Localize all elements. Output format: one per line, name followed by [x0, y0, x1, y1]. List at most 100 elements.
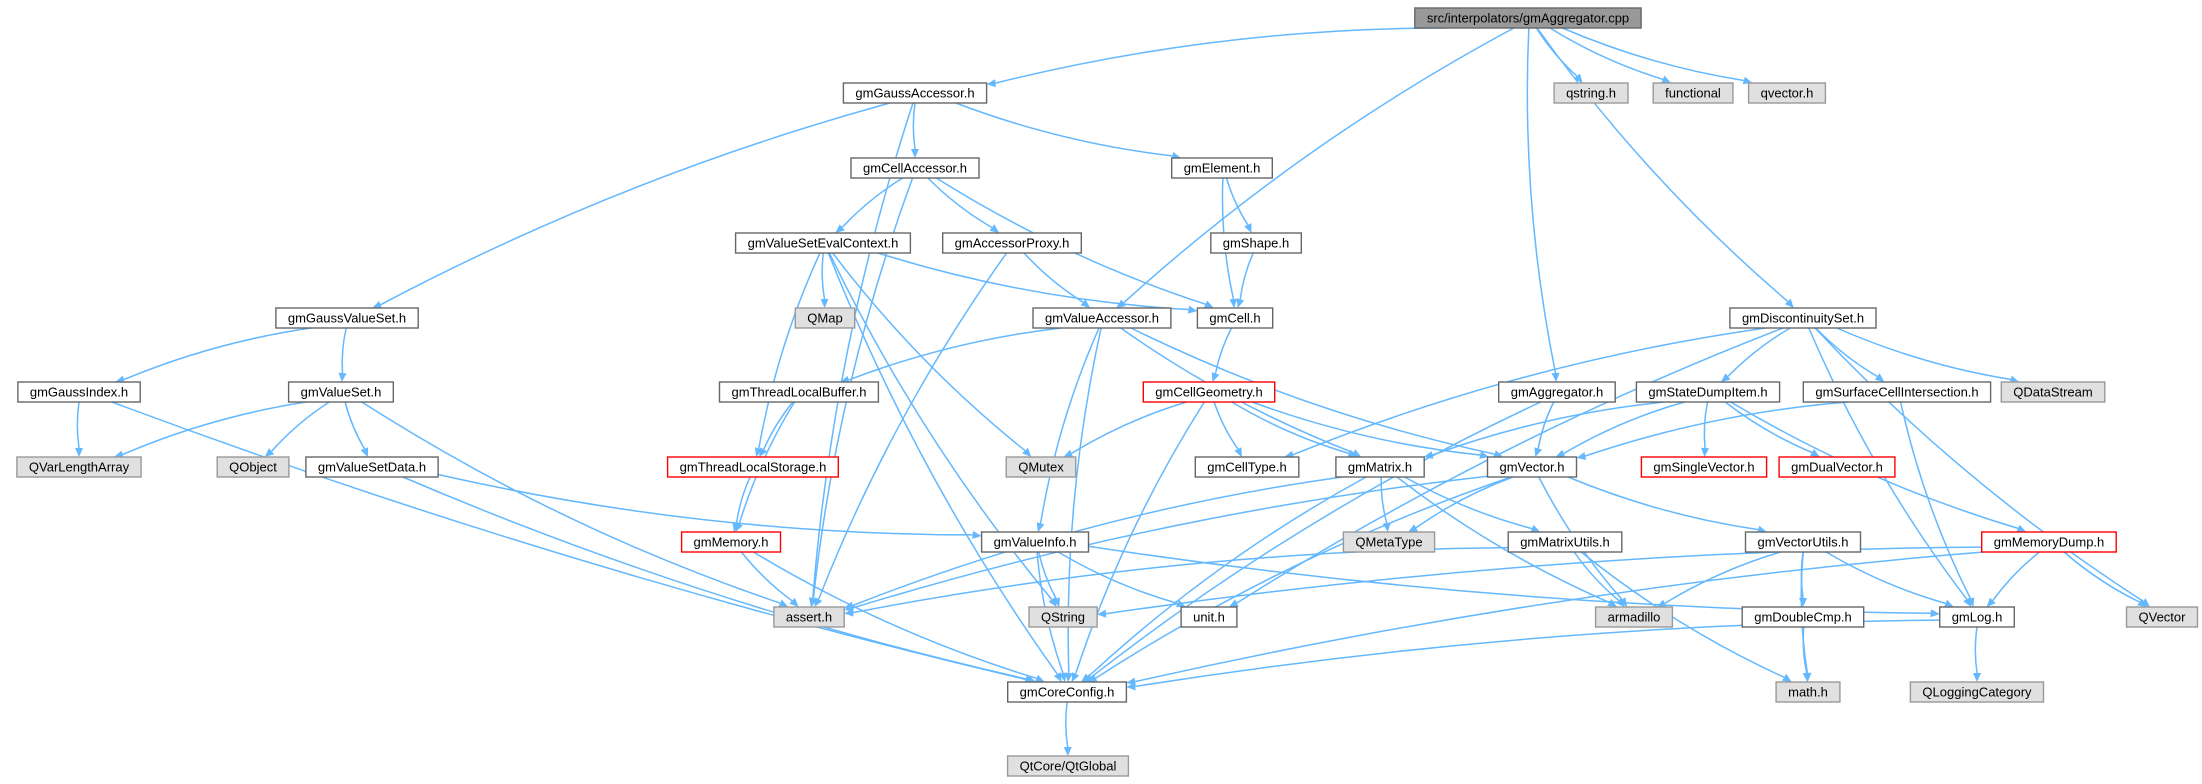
edge-gmElement-to-gmShape — [1225, 177, 1252, 233]
edge-gmMatrix-to-gmMatrixUtils — [1404, 476, 1541, 533]
node-unit_h[interactable]: unit.h — [1180, 606, 1238, 628]
node-box — [1032, 307, 1172, 329]
node-gmThreadLocalStorage[interactable]: gmThreadLocalStorage.h — [666, 456, 839, 478]
node-gmCell[interactable]: gmCell.h — [1196, 307, 1274, 329]
node-armadillo[interactable]: armadillo — [1594, 606, 1674, 628]
edge-gmValueSetEvalContext-to-gmThreadLocalStorage — [755, 252, 821, 457]
edge-arrowhead — [986, 79, 996, 88]
node-box — [16, 456, 142, 478]
node-gmDualVector[interactable]: gmDualVector.h — [1778, 456, 1896, 478]
edge-gmValueAccessor-to-gmValueInfo — [1036, 327, 1100, 532]
node-gmDiscontinuitySet[interactable]: gmDiscontinuitySet.h — [1729, 307, 1877, 329]
node-root[interactable]: src/interpolators/gmAggregator.cpp — [1414, 7, 1642, 29]
node-gmVector[interactable]: gmVector.h — [1486, 456, 1578, 478]
node-gmGaussIndex[interactable]: gmGaussIndex.h — [17, 381, 141, 403]
node-gmValueInfo[interactable]: gmValueInfo.h — [980, 531, 1090, 553]
node-QMetaType[interactable]: QMetaType — [1342, 531, 1436, 553]
node-qstring_h[interactable]: qstring.h — [1553, 82, 1629, 104]
node-QString[interactable]: QString — [1028, 606, 1098, 628]
edge-line — [341, 327, 347, 374]
node-QMap[interactable]: QMap — [794, 307, 856, 329]
node-gmValueSet[interactable]: gmValueSet.h — [287, 381, 395, 403]
node-gmThreadLocalBuffer[interactable]: gmThreadLocalBuffer.h — [718, 381, 880, 403]
node-gmCoreConfig[interactable]: gmCoreConfig.h — [1007, 681, 1128, 703]
edge-line — [740, 551, 793, 602]
edge-gmMatrixUtils-to-math_h — [1580, 551, 1792, 682]
edge-line — [1095, 476, 1512, 679]
edge-gmGaussIndex-to-gmCoreConfig — [111, 401, 1035, 684]
edge-arrowhead — [1071, 672, 1080, 682]
node-gmSurfaceCellIntersection[interactable]: gmSurfaceCellIntersection.h — [1802, 381, 1992, 403]
node-QDataStream[interactable]: QDataStream — [2000, 381, 2106, 403]
node-box — [1553, 82, 1629, 104]
edge-line — [1537, 401, 1555, 449]
node-QLoggingCategory[interactable]: QLoggingCategory — [1909, 681, 2045, 703]
node-gmGaussAccessor[interactable]: gmGaussAccessor.h — [842, 82, 988, 104]
edge-gmAccessorProxy-to-assert_h — [814, 252, 1008, 607]
edge-gmValueSetEvalContext-to-QMutex — [832, 252, 1032, 457]
node-gmCellType[interactable]: gmCellType.h — [1194, 456, 1300, 478]
node-gmShape[interactable]: gmShape.h — [1210, 232, 1303, 254]
node-gmAccessorProxy[interactable]: gmAccessorProxy.h — [942, 232, 1083, 254]
edge-line — [763, 401, 794, 450]
node-gmValueSetEvalContext[interactable]: gmValueSetEvalContext.h — [734, 232, 912, 254]
edge-gmVectorUtils-to-armadillo — [1656, 551, 1781, 607]
node-gmDoubleCmp[interactable]: gmDoubleCmp.h — [1741, 606, 1865, 628]
node-gmMatrix[interactable]: gmMatrix.h — [1335, 456, 1425, 478]
node-label: math.h — [1788, 685, 1828, 700]
node-box — [1028, 606, 1098, 628]
node-box — [2125, 606, 2199, 628]
node-gmMatrixUtils[interactable]: gmMatrixUtils.h — [1507, 531, 1623, 553]
node-label: gmCellGeometry.h — [1155, 385, 1262, 400]
node-gmLog[interactable]: gmLog.h — [1938, 606, 2015, 628]
node-QVector[interactable]: QVector — [2125, 606, 2199, 628]
edge-arrowhead — [1656, 599, 1667, 607]
node-QMutex[interactable]: QMutex — [1005, 456, 1077, 478]
edge-gmAggregator-to-gmCoreConfig — [1083, 401, 1542, 682]
node-gmCellAccessor[interactable]: gmCellAccessor.h — [850, 157, 980, 179]
node-label: gmElement.h — [1184, 161, 1261, 176]
node-QObject[interactable]: QObject — [216, 456, 290, 478]
edge-arrowhead — [1036, 522, 1045, 532]
node-QVarLengthArray[interactable]: QVarLengthArray — [16, 456, 142, 478]
node-gmMemory[interactable]: gmMemory.h — [680, 531, 782, 553]
edge-gmCell-to-gmCellGeometry — [1211, 327, 1233, 382]
edge-line — [818, 252, 1008, 600]
edge-gmCellGeometry-to-gmCellType — [1213, 401, 1242, 457]
node-gmMemoryDump[interactable]: gmMemoryDump.h — [1980, 531, 2117, 553]
node-math_h[interactable]: math.h — [1775, 681, 1841, 703]
node-gmGaussValueSet[interactable]: gmGaussValueSet.h — [275, 307, 419, 329]
node-box — [1938, 606, 2015, 628]
node-qvector_h[interactable]: qvector.h — [1747, 82, 1827, 104]
node-gmStateDumpItem[interactable]: gmStateDumpItem.h — [1635, 381, 1781, 403]
edge-arrowhead — [1234, 447, 1242, 457]
edge-arrowhead — [1479, 451, 1489, 459]
node-QtGlobal[interactable]: QtCore/QtGlobal — [1006, 755, 1130, 777]
edge-gmMemoryDump-to-QVector — [2063, 551, 2147, 607]
node-gmSingleVector[interactable]: gmSingleVector.h — [1640, 456, 1768, 478]
node-gmCellGeometry[interactable]: gmCellGeometry.h — [1142, 381, 1276, 403]
edge-arrowhead — [1784, 298, 1794, 308]
edge-line — [361, 401, 781, 604]
node-functional[interactable]: functional — [1652, 82, 1734, 104]
node-assert_h[interactable]: assert.h — [773, 606, 845, 628]
edge-arrowhead — [1063, 449, 1074, 457]
node-gmValueAccessor[interactable]: gmValueAccessor.h — [1032, 307, 1172, 329]
node-box — [1486, 456, 1578, 478]
edge-arrowhead — [789, 597, 799, 607]
node-label: gmMemoryDump.h — [1994, 535, 2105, 550]
edge-line — [1727, 327, 1791, 378]
edge-gmVector-to-gmCoreConfig — [1087, 476, 1512, 682]
edge-line — [1074, 401, 1205, 675]
edge-line — [955, 102, 1173, 157]
edge-line — [753, 551, 1037, 680]
node-gmVectorUtils[interactable]: gmVectorUtils.h — [1744, 531, 1862, 553]
node-gmAggregator[interactable]: gmAggregator.h — [1497, 381, 1616, 403]
node-label: gmDualVector.h — [1791, 460, 1883, 475]
edge-line — [1664, 551, 1781, 604]
edge-line — [1123, 27, 1515, 304]
edge-line — [1213, 401, 1239, 450]
node-gmElement[interactable]: gmElement.h — [1170, 157, 1273, 179]
edge-root-to-gmAggregator — [1526, 27, 1560, 382]
node-gmValueSetData[interactable]: gmValueSetData.h — [305, 456, 439, 478]
